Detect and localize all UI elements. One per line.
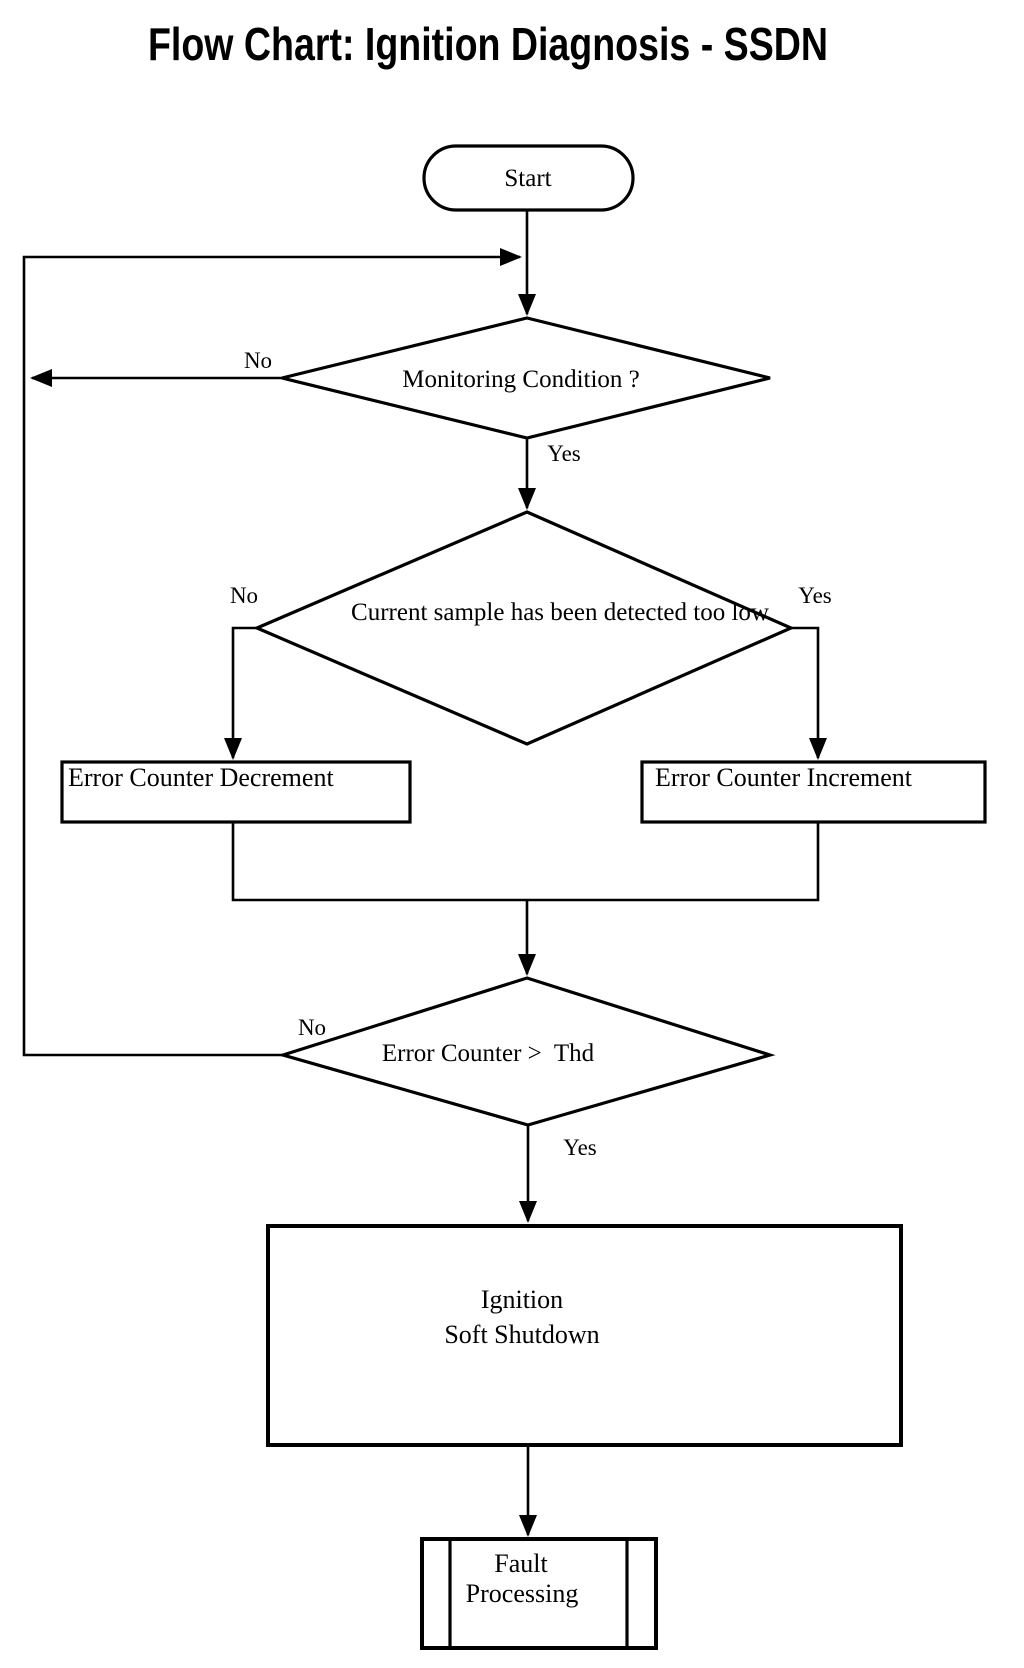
process-ignition-soft-shutdown	[266, 1224, 903, 1447]
process-error-counter-increment-label: Error Counter Increment	[655, 763, 913, 792]
edge-sample-yes-line	[791, 626, 827, 760]
branch-label-sample-no: No	[230, 583, 258, 608]
process-error-counter-increment	[640, 760, 987, 824]
start-node	[422, 144, 635, 212]
page-title: Flow Chart: Ignition Diagnosis - SSDN	[148, 18, 828, 70]
decision-error-counter-threshold	[277, 976, 776, 1127]
decision-error-counter-threshold-label: Error Counter > Thd	[382, 1040, 595, 1067]
process-ignition-soft-shutdown-label-line2: Soft Shutdown	[444, 1320, 599, 1349]
decision-current-sample-low-label: Current sample has been detected too low	[351, 599, 769, 626]
decision-monitoring-condition	[281, 316, 771, 440]
branch-label-monitoring-yes: Yes	[547, 441, 581, 466]
branch-label-threshold-no: No	[298, 1015, 326, 1040]
start-node-label: Start	[504, 165, 551, 192]
fault-processing-label-line1: Fault	[494, 1549, 548, 1578]
decision-monitoring-condition-label: Monitoring Condition ?	[402, 366, 640, 393]
predefined-process-fault-processing	[420, 1537, 658, 1650]
edge-sample-no-line	[224, 626, 257, 760]
edge-merge-line	[231, 822, 820, 902]
fault-processing-label-line2: Processing	[466, 1579, 579, 1608]
process-error-counter-decrement	[60, 760, 412, 824]
branch-label-monitoring-no: No	[244, 348, 272, 373]
decision-current-sample-low	[252, 510, 795, 746]
process-ignition-soft-shutdown-label-line1: Ignition	[481, 1285, 563, 1314]
branch-label-sample-yes: Yes	[798, 583, 832, 608]
edge-threshold-no-loop-line	[22, 248, 522, 1057]
branch-label-threshold-yes: Yes	[563, 1135, 597, 1160]
process-error-counter-decrement-label: Error Counter Decrement	[68, 763, 334, 792]
